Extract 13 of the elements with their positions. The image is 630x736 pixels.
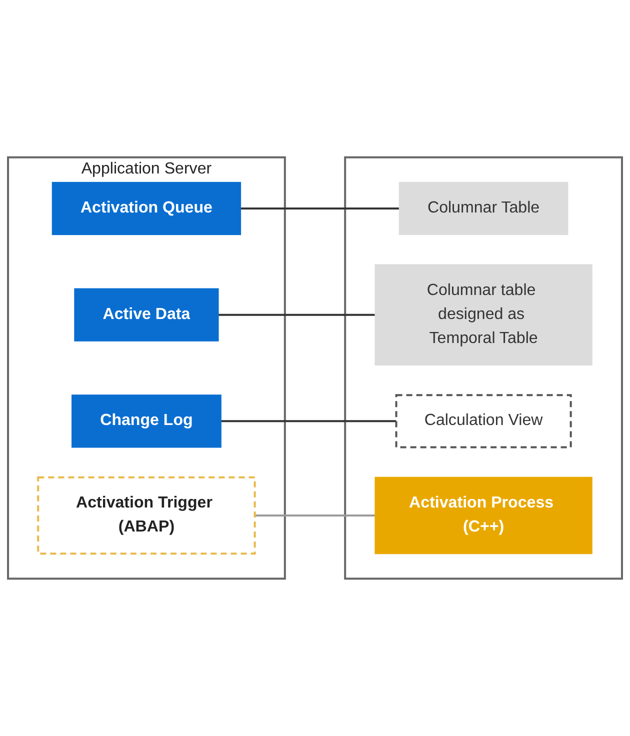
node-box: Activation Trigger (ABAP) — [37, 476, 256, 555]
node-box: Columnar table designed as Temporal Table — [374, 264, 592, 366]
connector — [254, 514, 376, 516]
node-box: Change Log — [72, 394, 222, 448]
connector — [220, 420, 396, 422]
node-box: Active Data — [74, 288, 219, 342]
cluster — [344, 156, 623, 580]
node-box: Activation Queue — [52, 182, 242, 236]
connector — [218, 314, 376, 316]
node-box: Activation Process (C++) — [374, 476, 592, 554]
connector — [240, 208, 400, 210]
node-box: Columnar Table — [398, 182, 568, 236]
node-box: Calculation View — [395, 394, 572, 448]
